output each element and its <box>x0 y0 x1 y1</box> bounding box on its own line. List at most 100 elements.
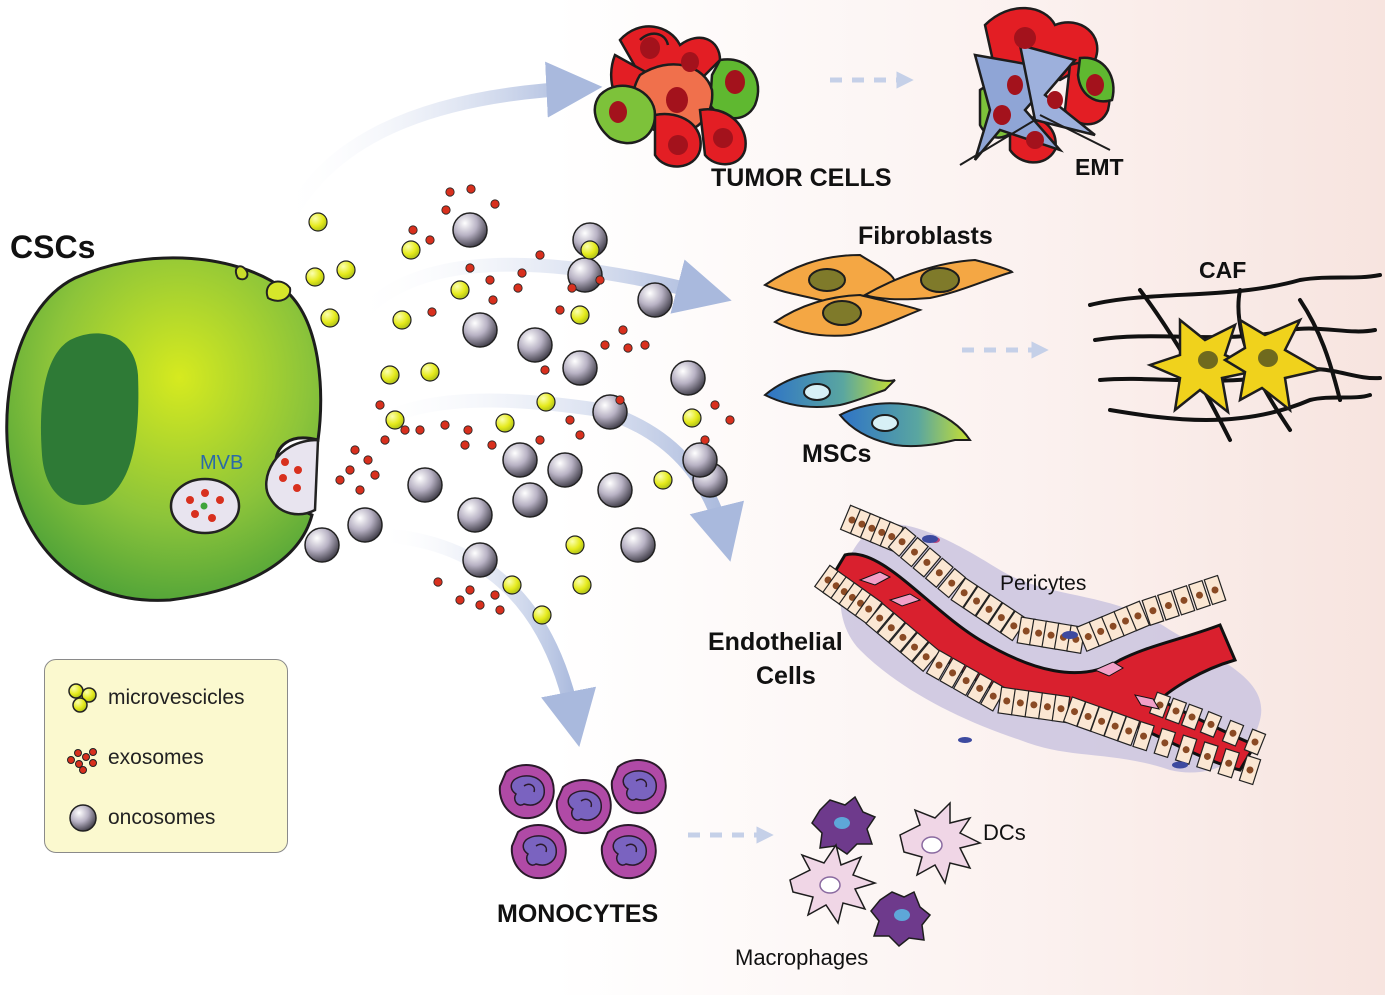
mscs-label: MSCs <box>802 440 872 468</box>
endothelial-cell <box>911 641 941 673</box>
arrow-to-tumor-cells <box>273 61 603 247</box>
exosome <box>618 325 628 335</box>
endothelial-cell <box>952 665 980 697</box>
exosome <box>485 275 495 285</box>
exosome <box>700 435 710 445</box>
microvesicle <box>572 575 592 595</box>
exosome <box>445 187 455 197</box>
microvesicle <box>570 305 590 325</box>
oncosome <box>512 482 548 518</box>
monocyte <box>600 824 657 880</box>
oncosome <box>547 452 583 488</box>
exosome <box>555 305 565 315</box>
endothelial-cell <box>924 557 954 589</box>
microvesicle <box>502 575 522 595</box>
microvesicle <box>336 260 356 280</box>
exosome <box>433 577 443 587</box>
endothelial-cell <box>1243 728 1267 756</box>
exosome <box>400 425 410 435</box>
endothelial-cell <box>1156 590 1180 621</box>
endothelial-cell <box>876 612 906 644</box>
exosome <box>710 400 720 410</box>
microvesicle <box>682 408 702 428</box>
oncosome <box>457 497 493 533</box>
endothelial-cell <box>899 631 930 663</box>
microvesicle <box>580 240 600 260</box>
exosome <box>425 235 435 245</box>
endothelial-cell <box>1116 715 1141 747</box>
legend-item-microvesicles: microvescicles <box>45 676 285 716</box>
exosome <box>575 430 585 440</box>
exosome <box>408 225 418 235</box>
oncosome <box>462 542 498 578</box>
endothelial-cell <box>939 657 966 689</box>
exosome <box>725 415 735 425</box>
oncosome <box>637 282 673 318</box>
fibroblasts <box>762 253 1014 337</box>
flow-arrows <box>273 61 744 747</box>
exosome <box>375 400 385 410</box>
arrow-to-endothelial <box>348 393 744 562</box>
endothelial-cell <box>879 521 904 553</box>
csc-nucleus <box>40 333 139 505</box>
exosome <box>517 268 527 278</box>
endothelial-cell <box>899 536 930 568</box>
exosome <box>540 365 550 375</box>
exosome <box>490 590 500 600</box>
monocyte <box>498 764 555 820</box>
exosome <box>535 250 545 260</box>
endothelial-cell <box>1141 595 1165 626</box>
endothelial-cell <box>1221 719 1245 747</box>
microvesicle <box>385 410 405 430</box>
microvesicle <box>495 413 515 433</box>
exosome <box>495 605 505 615</box>
endothelial-cell <box>1132 720 1155 752</box>
legend-item-exosomes: exosomes <box>45 736 285 776</box>
arrow-to-fibroblasts <box>343 257 732 337</box>
microvesicle <box>536 392 556 412</box>
endothelial-label-line1: Endothelial <box>708 628 843 656</box>
legend-item-oncosomes: oncosomes <box>45 796 285 836</box>
monocyte <box>555 779 612 835</box>
exosome <box>565 415 575 425</box>
endothelial-cell <box>865 602 895 634</box>
endothelial-cell <box>975 593 1003 625</box>
microvesicle <box>320 308 340 328</box>
microvesicle <box>392 310 412 330</box>
exosome <box>335 475 345 485</box>
exosome <box>440 420 450 430</box>
endothelial-cell <box>962 585 991 617</box>
endothelial-cell <box>1199 710 1223 738</box>
microvesicle <box>653 470 673 490</box>
pericyte-spots <box>922 535 1188 769</box>
exosome <box>355 485 365 495</box>
exosome <box>475 600 485 610</box>
endothelial-cell <box>1010 688 1030 718</box>
exosome <box>345 465 355 475</box>
caf-label: CAF <box>1199 257 1247 283</box>
legend: microvescicles exosomes oncosomes <box>44 659 288 853</box>
pericytes-label: Pericytes <box>1000 572 1087 595</box>
oncosome <box>682 442 718 478</box>
monocytes-label: MONOCYTES <box>497 900 659 928</box>
mvb-label: MVB <box>200 452 244 474</box>
exosome <box>600 340 610 350</box>
endothelial-cell <box>1153 727 1177 759</box>
exosome <box>595 275 605 285</box>
endothelial-cell <box>1172 585 1196 616</box>
microvesicle-icon <box>68 683 97 713</box>
tumor-cells-cluster <box>593 25 760 168</box>
exosome <box>466 184 476 194</box>
microvesicle <box>401 240 421 260</box>
exosome <box>488 295 498 305</box>
exosome-icon <box>67 748 97 774</box>
blood-vessel <box>813 504 1267 786</box>
endothelial-cell <box>1125 600 1151 632</box>
endothelial-cell <box>1164 697 1188 725</box>
oncosome <box>670 360 706 396</box>
oncosome <box>304 527 340 563</box>
exosome <box>415 425 425 435</box>
exosome <box>465 585 475 595</box>
endothelial-cell <box>1203 574 1227 606</box>
oncosome <box>462 312 498 348</box>
